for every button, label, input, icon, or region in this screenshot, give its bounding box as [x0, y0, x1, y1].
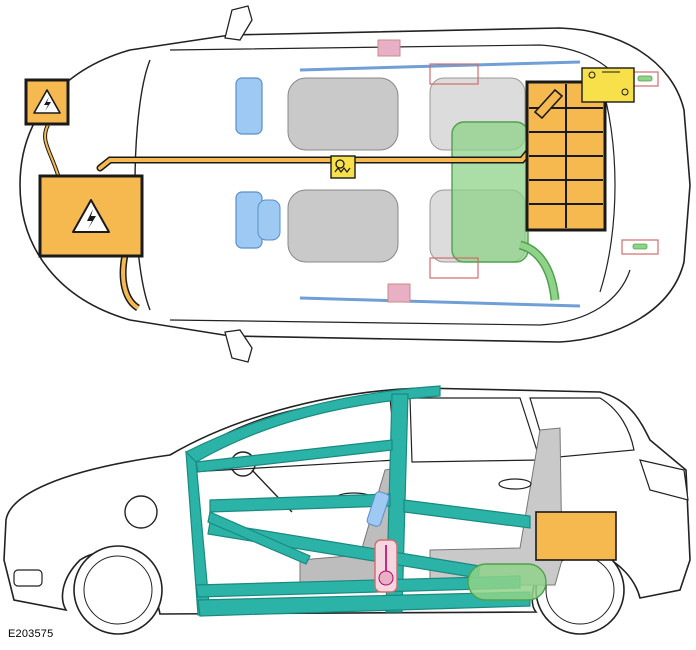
door-beam-rear: [403, 499, 531, 529]
top-inflator-upper: [377, 39, 401, 57]
rear-corner-marker-lower: [621, 239, 659, 255]
roof-rail: [184, 385, 441, 463]
side-airbag: [366, 491, 390, 527]
side-fuel-tank: [467, 563, 547, 601]
rear-lamp: [639, 459, 689, 501]
hv-battery-pack: [525, 80, 607, 232]
steering-wheel-bag: [257, 199, 281, 241]
front-diagonal: [207, 511, 311, 565]
front-seat-lower: [287, 189, 399, 263]
side-view: [3, 385, 691, 635]
small-green-marker-lower: [632, 243, 648, 250]
fuel-tank: [451, 121, 529, 263]
top-curtain-rail-lower: [299, 296, 581, 308]
figure-id-label: E203575: [8, 628, 54, 640]
high-voltage-warning-icon: [33, 89, 61, 114]
hv-cable-aux-core: [44, 124, 59, 176]
side-rear-window: [409, 397, 541, 463]
upper-front-beam: [195, 439, 393, 473]
top-roof-line-lower: [169, 269, 631, 326]
hv-cable-front-core: [121, 254, 140, 310]
top-inflator-lower: [387, 283, 411, 303]
top-mirror-right: [224, 329, 253, 363]
front-wheel-hub: [83, 555, 153, 625]
small-green-marker-upper: [637, 75, 653, 82]
front-wheel: [73, 545, 163, 635]
seat-rail-marker-lower: [429, 257, 479, 279]
sill-beam: [197, 591, 531, 617]
fog-lamp: [13, 569, 43, 587]
door-beam-front-upper: [209, 493, 391, 513]
rear-door-handle: [498, 478, 532, 490]
seatbelt-pretensioner: [374, 539, 398, 593]
high-voltage-warning-icon: [72, 199, 110, 233]
front-seat-upper: [287, 77, 399, 151]
seat-rail-marker-upper: [429, 63, 479, 85]
top-mirror-left: [224, 5, 253, 41]
top-view: [19, 5, 691, 363]
service-disconnect: [581, 67, 635, 103]
driver-airbag: [235, 77, 263, 135]
fuel-filler-pipe-inner: [519, 242, 558, 301]
side-hv-battery: [535, 511, 617, 561]
top-front-seats: [287, 77, 399, 263]
side-mirror: [124, 495, 158, 529]
top-curtain-rail-upper: [299, 60, 581, 72]
inertia-switch-icon: [330, 155, 356, 179]
